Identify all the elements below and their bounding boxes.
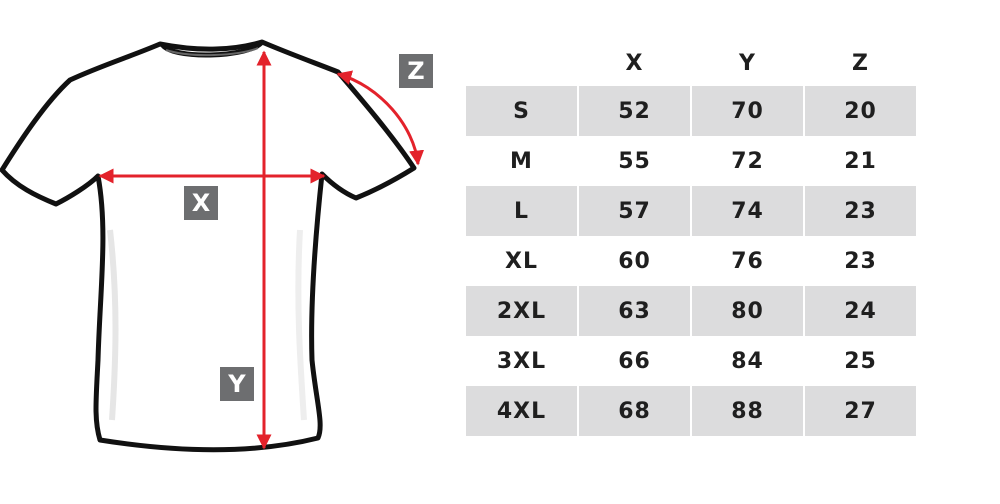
fold-line [107,229,119,421]
value-cell: 27 [805,386,916,436]
table-row: S 52 70 20 [466,86,916,136]
tshirt-illustration [0,39,425,453]
z-measure-arrow [336,70,425,166]
header-cell: Y [739,50,756,76]
size-cell: XL [466,236,577,286]
header-cell [466,40,577,86]
size-cell: 3XL [466,336,577,386]
value-cell: 24 [805,286,916,336]
value-cell: 88 [692,386,803,436]
size-cell: S [466,86,577,136]
value-cell: 80 [692,286,803,336]
table-row: M 55 72 21 [466,136,916,186]
value-cell: 57 [579,186,690,236]
tshirt-diagram: X Y Z [0,0,460,500]
value-cell: 55 [579,136,690,186]
table-row: 2XL 63 80 24 [466,286,916,336]
x-label-tag: X [184,186,218,220]
value-cell: 70 [692,86,803,136]
collar-inner [165,47,259,57]
table-row: L 57 74 23 [466,186,916,236]
tshirt-outline [0,39,417,453]
z-label-tag: Z [399,54,433,88]
value-cell: 76 [692,236,803,286]
size-cell: M [466,136,577,186]
size-cell: 2XL [466,286,577,336]
fold-line [295,229,307,421]
value-cell: 20 [805,86,916,136]
value-cell: 84 [692,336,803,386]
size-cell: 4XL [466,386,577,436]
value-cell: 63 [579,286,690,336]
value-cell: 23 [805,236,916,286]
header-cell: X [625,50,644,76]
value-cell: 21 [805,136,916,186]
table-row: 3XL 66 84 25 [466,336,916,386]
value-cell: 72 [692,136,803,186]
header-cell: Z [852,50,869,76]
table-header-row: X Y Z [466,40,916,86]
value-cell: 25 [805,336,916,386]
value-cell: 66 [579,336,690,386]
size-chart-table: X Y Z S 52 70 20 M 55 72 21 L 57 74 23 X… [464,40,918,436]
table-row: 4XL 68 88 27 [466,386,916,436]
y-label-tag: Y [220,367,254,401]
value-cell: 68 [579,386,690,436]
size-cell: L [466,186,577,236]
table-row: XL 60 76 23 [466,236,916,286]
value-cell: 52 [579,86,690,136]
value-cell: 23 [805,186,916,236]
value-cell: 60 [579,236,690,286]
value-cell: 74 [692,186,803,236]
